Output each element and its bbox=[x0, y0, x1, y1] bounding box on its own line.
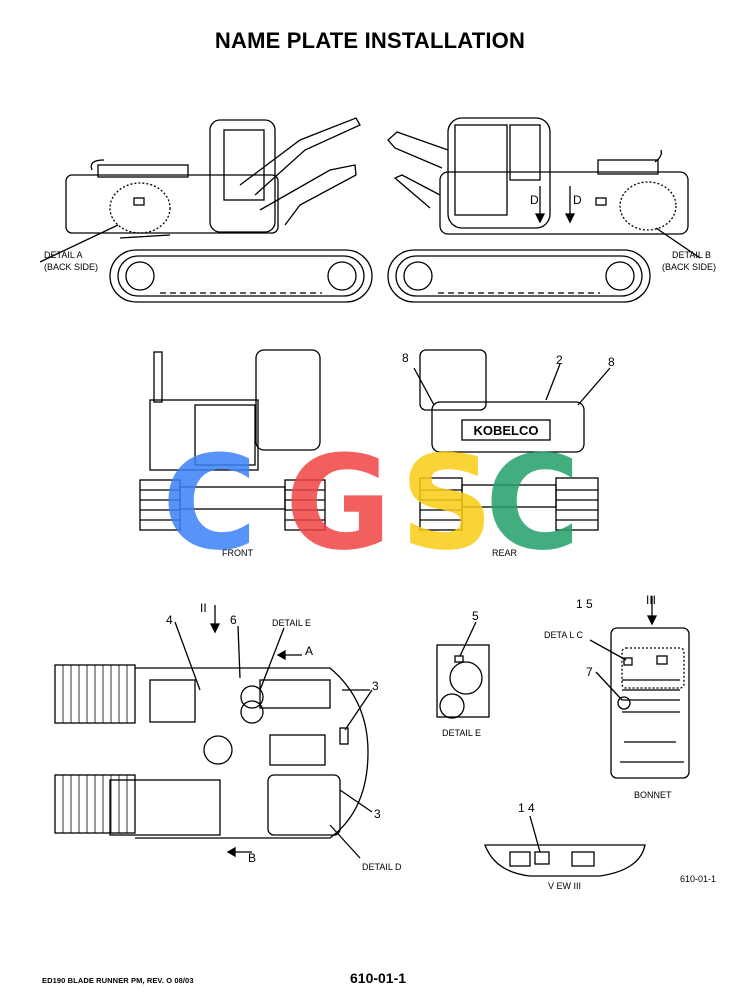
footer-page-number: 610-01-1 bbox=[350, 970, 407, 986]
label-rear: REAR bbox=[492, 548, 518, 558]
callout-5: 5 bbox=[472, 609, 479, 623]
label-view-arrow-d1: D bbox=[530, 193, 539, 207]
callout-15: 1 5 bbox=[576, 597, 593, 611]
label-detail-b-sub: (BACK SIDE) bbox=[662, 262, 716, 272]
callout-roman-iii: III bbox=[646, 593, 656, 607]
track-rollers bbox=[125, 261, 635, 294]
excavator-rear-view bbox=[413, 349, 611, 531]
label-view-iii: V EW III bbox=[548, 881, 581, 891]
label-detail-b: DETAIL B bbox=[672, 250, 711, 260]
callout-6: 6 bbox=[230, 613, 237, 627]
watermark-letter-4: C bbox=[485, 427, 581, 579]
label-view-arrow-b: B bbox=[248, 851, 256, 865]
callout-14: 1 4 bbox=[518, 801, 535, 815]
callout-3-top: 3 bbox=[372, 679, 379, 693]
callout-roman-ii: II bbox=[200, 601, 207, 615]
callout-2: 2 bbox=[556, 353, 563, 367]
callout-8-left: 8 bbox=[402, 351, 409, 365]
detail-e-box bbox=[436, 621, 490, 719]
label-drawing-ref: 610-01-1 bbox=[680, 874, 716, 884]
excavator-front-view bbox=[139, 349, 326, 531]
label-view-arrow-d2: D bbox=[573, 193, 582, 207]
label-detail-a-sub: (BACK SIDE) bbox=[44, 262, 98, 272]
excavator-top-view bbox=[54, 605, 373, 859]
watermark-letter-1: C bbox=[162, 427, 258, 579]
callout-3-bottom: 3 bbox=[374, 807, 381, 821]
label-detail-c: DETA L C bbox=[544, 630, 584, 640]
brand-plate-text: KOBELCO bbox=[474, 423, 539, 438]
label-detail-e-top: DETAIL E bbox=[272, 618, 311, 628]
label-detail-e: DETAIL E bbox=[442, 728, 481, 738]
label-detail-d: DETAIL D bbox=[362, 862, 402, 872]
footer-manual-info: ED190 BLADE RUNNER PM, REV. O 08/03 bbox=[42, 976, 194, 985]
label-detail-a: DETAIL A bbox=[44, 250, 83, 260]
watermark-letter-2: G bbox=[285, 427, 392, 579]
watermark-letter-3: S bbox=[400, 427, 494, 579]
page-title: NAME PLATE INSTALLATION bbox=[214, 28, 526, 53]
callout-7: 7 bbox=[586, 665, 593, 679]
label-view-arrow-a: A bbox=[305, 644, 313, 658]
excavator-left-side-view bbox=[39, 117, 373, 303]
callout-8-right: 8 bbox=[608, 355, 615, 369]
label-front: FRONT bbox=[222, 548, 253, 558]
bonnet-panel bbox=[589, 596, 690, 779]
view-iii-panel bbox=[484, 815, 646, 877]
excavator-right-side-view bbox=[387, 117, 701, 303]
callout-4: 4 bbox=[166, 613, 173, 627]
label-bonnet: BONNET bbox=[634, 790, 672, 800]
